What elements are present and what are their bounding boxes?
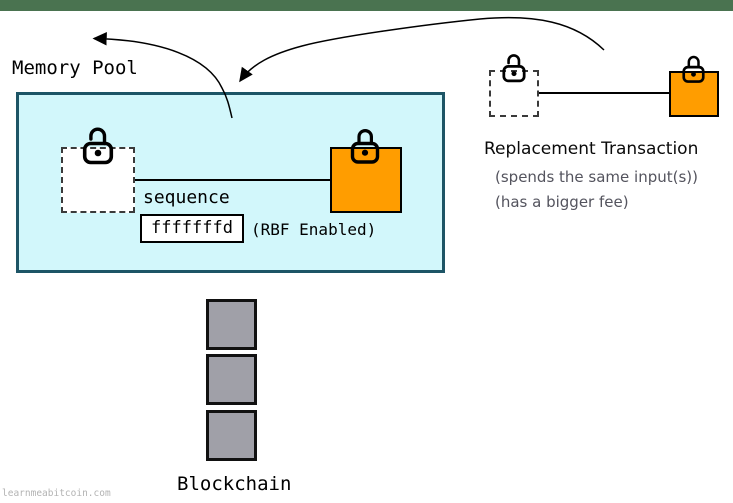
replacement-subtitle-fee: (has a bigger fee) (495, 193, 629, 211)
block (206, 354, 257, 405)
transaction-input-box (61, 147, 135, 213)
sequence-value-box: fffffffd (140, 214, 244, 243)
transaction-output-box (330, 147, 402, 213)
block (206, 410, 257, 461)
sequence-label: sequence (143, 187, 230, 208)
watermark: learnmeabitcoin.com (2, 488, 111, 499)
replacement-connector-line (539, 92, 669, 94)
replacement-title: Replacement Transaction (484, 139, 699, 159)
top-accent-bar (0, 0, 733, 11)
replacement-subtitle-inputs: (spends the same input(s)) (495, 168, 698, 186)
replacement-output-box (669, 71, 719, 117)
blockchain-label: Blockchain (177, 473, 292, 495)
memory-pool-title: Memory Pool (12, 57, 138, 79)
replacement-input-box (489, 70, 539, 117)
transaction-connector-line (135, 179, 330, 181)
replacement-arrow (239, 16, 605, 83)
block (206, 299, 257, 350)
rbf-enabled-note: (RBF Enabled) (251, 220, 377, 239)
